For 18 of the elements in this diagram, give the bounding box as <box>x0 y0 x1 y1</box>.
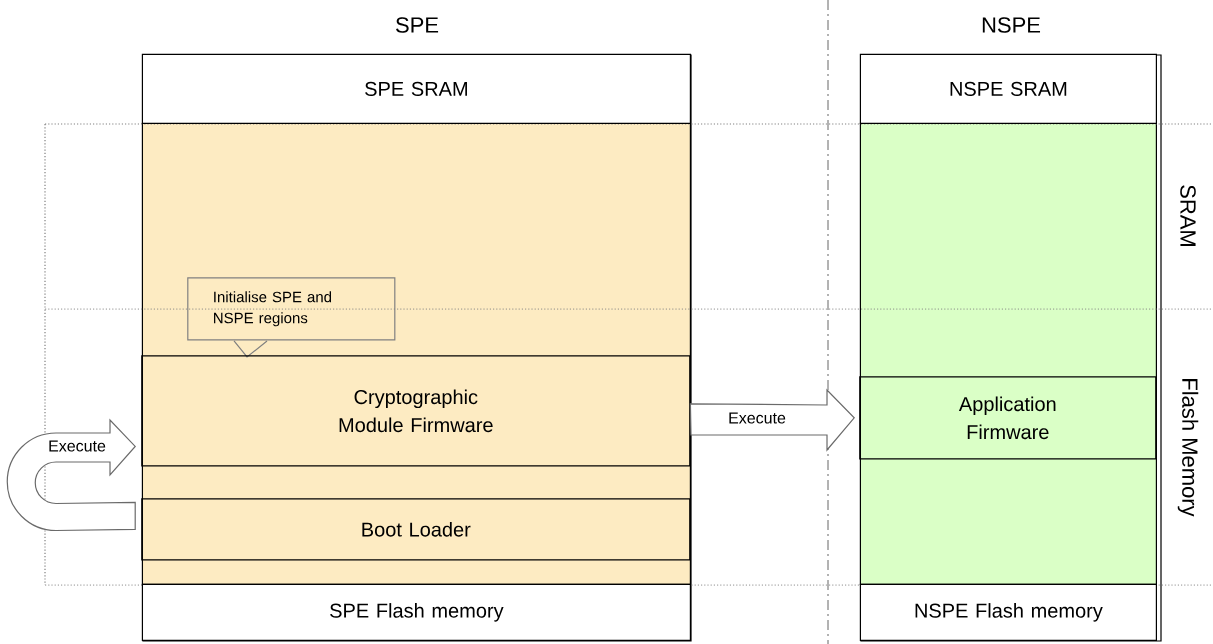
region-label: Flash Memory <box>1177 379 1199 517</box>
region-label: SRAM <box>1180 185 1196 246</box>
memory-region <box>859 122 1157 585</box>
firmware-box: Boot Loader <box>141 498 691 561</box>
edge-label: Execute <box>49 440 106 452</box>
block-arrow <box>6 419 136 532</box>
column-heading: SPE <box>396 17 439 33</box>
block-arrow <box>689 388 856 452</box>
memory-box: SPE SRAM <box>141 53 691 124</box>
memory-box: SPE Flash memory <box>141 583 691 641</box>
edge-label: Execute <box>729 412 786 424</box>
column-heading: NSPE <box>982 17 1040 33</box>
memory-box: NSPE SRAM <box>859 53 1157 124</box>
memory-box: NSPE Flash memory <box>859 583 1157 641</box>
firmware-box: Cryptographic Module Firmware <box>141 355 691 467</box>
memory-region <box>141 122 691 585</box>
firmware-box: Application Firmware <box>859 376 1157 460</box>
callout-box: Initialise SPE and NSPE regions <box>187 277 396 358</box>
